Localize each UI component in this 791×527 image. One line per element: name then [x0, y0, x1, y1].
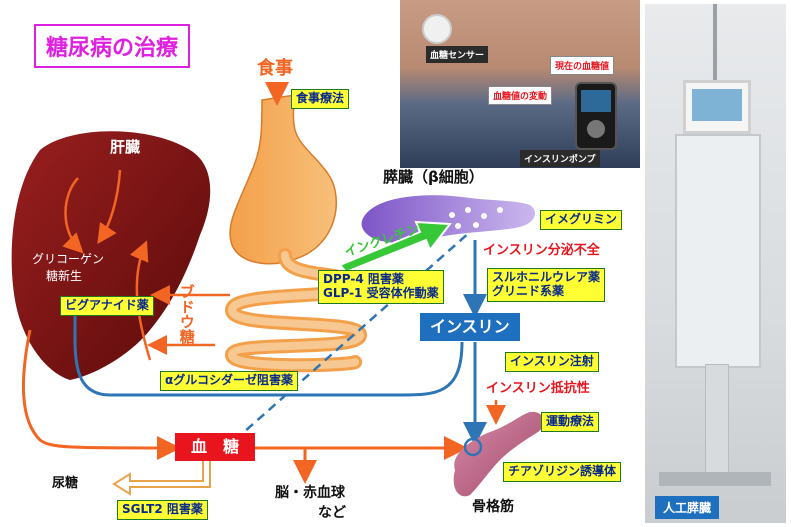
label-insulin-deficiency: インスリン分泌不全	[483, 243, 600, 258]
label-glycogen: グリコーゲン	[32, 252, 105, 266]
drug-insulin-injection: インスリン注射	[505, 352, 599, 372]
sensor-device	[422, 14, 452, 44]
insulin-pump-photo: 血糖センサー 現在の血糖値 血糖値の変動 インスリンポンプ	[400, 0, 640, 168]
caption-artificial-pancreas: 人工膵臓	[655, 496, 720, 519]
liver-inner-arrow-2	[97, 169, 122, 245]
receptor-circle	[463, 437, 483, 457]
label-skeletal-muscle: 骨格筋	[472, 499, 514, 515]
drug-exercise-therapy: 運動療法	[541, 412, 600, 432]
drug-sulfonylurea: スルホニルウレア薬	[492, 270, 601, 284]
drug-dpp4: DPP-4 阻害薬	[323, 272, 404, 286]
liver-shape	[11, 131, 211, 380]
label-glucose: ブドウ糖	[177, 284, 196, 344]
drug-biguanide: ビグアナイド薬	[60, 296, 154, 316]
tag-glucose-change: 血糖値の変動	[488, 86, 553, 105]
page-title: 糖尿病の治療	[34, 24, 191, 68]
drug-glp1: GLP-1 受容体作動薬	[323, 285, 439, 300]
drug-diet-therapy: 食事療法	[291, 89, 350, 109]
label-urine-glucose: 尿糖	[52, 476, 79, 491]
label-pancreas: 膵臓（β細胞）	[383, 168, 484, 186]
label-insulin-resistance: インスリン抵抗性	[486, 381, 590, 396]
drug-sulfonylurea-glinide: スルホニルウレア薬 グリニド系薬	[487, 268, 606, 302]
monitor	[683, 80, 751, 134]
label-gluconeogenesis: 糖新生	[46, 269, 83, 283]
machine-body	[675, 134, 761, 368]
label-glucose-text: ブドウ糖	[177, 284, 196, 344]
label-brain-rbc: 脳・赤血球	[275, 485, 345, 501]
pancreas-shape	[361, 195, 535, 243]
stomach-shape	[229, 94, 337, 265]
insulin-box: インスリン	[420, 313, 520, 341]
drug-imeglimin: イメグリミン	[540, 210, 623, 230]
drug-glinide: グリニド系薬	[492, 283, 565, 298]
pump-device	[575, 82, 617, 150]
incretin-arrow	[338, 220, 452, 274]
tag-sensor: 血糖センサー	[426, 46, 489, 63]
liver-inner-arrow-1	[62, 177, 84, 254]
tag-insulin-pump: インスリンポンプ	[520, 150, 600, 167]
tag-current-glucose: 現在の血糖値	[550, 56, 615, 75]
drug-sglt2: SGLT2 阻害薬	[117, 500, 208, 520]
label-liver: 肝臓	[110, 138, 141, 156]
insulin-to-liver-line	[73, 305, 464, 397]
dpp4-dashed-line	[234, 231, 471, 441]
iv-pole	[713, 4, 717, 104]
muscle-shape	[453, 411, 544, 497]
liver-to-blood-arrow	[22, 329, 181, 460]
blood-glucose-box: 血 糖	[175, 433, 256, 461]
drug-thiazolidine: チアゾリジン誘導体	[503, 462, 622, 482]
machine-stand	[705, 364, 729, 476]
drug-dpp4-glp1: DPP-4 阻害薬 GLP-1 受容体作動薬	[318, 270, 444, 304]
label-food: 食事	[257, 58, 293, 79]
urine-glucose-arrow	[112, 459, 211, 496]
label-etc: など	[318, 505, 346, 521]
artificial-pancreas-photo: 人工膵臓	[645, 4, 786, 523]
machine-base	[659, 472, 771, 486]
drug-alpha-glucosidase: αグルコシダーゼ阻害薬	[160, 371, 299, 391]
